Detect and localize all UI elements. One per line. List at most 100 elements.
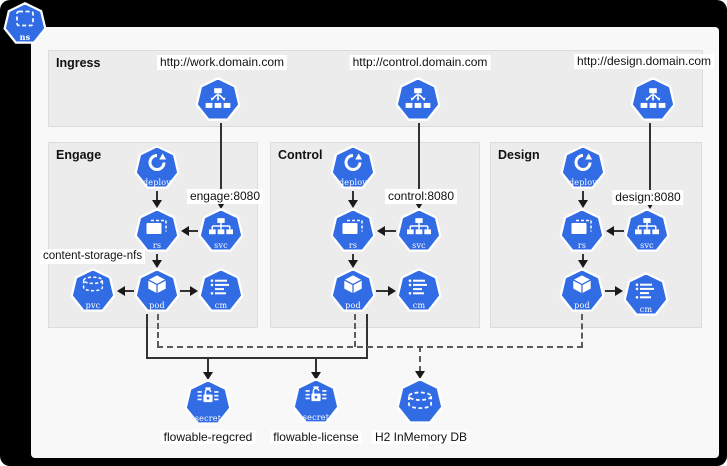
secret-glyph [197,387,219,403]
edge-ingress-design-svc [649,123,651,203]
edge-ingress-control-svc [418,123,420,203]
configmap-glyph [408,279,427,295]
pod-glyph [344,275,362,294]
icon-kind-label: rs [152,241,162,250]
icon-kind-label: secret [302,413,330,422]
icon-kind-label: rs [348,241,358,250]
icon-kind-label: deploy [568,178,598,187]
port-label-design: design:8080 [612,190,684,205]
edge-engage-pod-down [146,314,148,359]
external-label-regcred: flowable-regcred [160,430,256,444]
edge-engage-rs-pod [156,254,158,262]
ingress-section-title: Ingress [56,56,101,70]
pvc-glyph [82,276,104,292]
replicaset-glyph [571,219,592,234]
icon-kind-label: pvc [85,301,101,310]
service-glyph [635,218,659,235]
heptagon [330,145,376,189]
k8s-replicaset-icon-control: rs [330,208,376,254]
k8s-service-icon-control: svc [396,208,442,254]
k8s-namespace-icon: ns [3,2,47,46]
replicaset-glyph [146,219,167,234]
namespace-glyph [16,10,34,27]
edge-control-pod-cm [376,290,389,292]
k8s-configmap-icon-design: cm [623,272,669,318]
arrowhead [181,226,189,236]
k8s-secret-icon-regcred: secret [184,379,232,427]
k8s-ingress-icon-design [630,77,676,123]
arrowhead [414,201,424,209]
engage-section-title: Engage [56,148,102,162]
arrowhead [348,260,358,268]
icon-kind-label: ns [19,32,31,42]
arrowhead [578,260,588,268]
edge-design-deploy-rs [582,191,584,202]
arrowhead [311,372,321,380]
configmap-glyph [210,279,229,295]
edge-engage-pod-db [157,314,159,347]
edge-to-regcred [207,357,209,373]
edge-engage-svc-rs [188,230,198,232]
k8s-configmap-icon-control: cm [396,268,442,314]
arrowhead [117,286,125,296]
arrowhead [203,372,213,380]
control-section-title: Control [278,148,323,162]
pod-glyph [573,275,591,294]
k8s-ingress-icon-control [395,77,441,123]
arrowhead [377,226,385,236]
k8s-deployment-icon-design: deploy [560,145,606,191]
port-label-control: control:8080 [384,189,458,204]
icon-kind-label: pod [345,301,361,310]
external-label-license: flowable-license [270,430,362,444]
icon-kind-label: deploy [338,178,368,187]
arrowhead [615,286,623,296]
arrowhead [348,200,358,208]
edge-control-svc-rs [384,230,396,232]
url-label-design: http://design.domain.com [573,54,715,69]
edge-design-pod-cm [605,290,616,292]
url-label-work: http://work.domain.com [156,55,288,70]
icon-kind-label: secret [194,414,222,423]
k8s-secret-icon-license: secret [292,378,340,426]
deployment-glyph [148,153,167,171]
k8s-ingress-icon-work [195,77,241,123]
edge-to-h2db [419,346,421,372]
k8s-deployment-icon-engage: deploy [134,145,180,191]
edge-to-license [315,357,317,373]
icon-kind-label: deploy [142,178,172,187]
ingress-glyph [640,88,666,108]
k8s-configmap-icon-engage: cm [198,268,244,314]
arrowhead [578,200,588,208]
k8s-pvc-icon: pvc [70,268,116,314]
ingress-glyph [205,88,231,108]
icon-kind-label: cm [214,301,228,310]
secret-glyph [305,386,327,402]
edge-design-rs-pod [582,254,584,262]
arrowhead [645,201,655,209]
arrowhead [388,286,396,296]
port-label-engage: engage:8080 [186,189,264,204]
icon-kind-label: svc [214,241,228,250]
k8s-pod-icon-design: pod [559,268,605,314]
k8s-replicaset-icon-engage: rs [134,208,180,254]
k8s-pod-icon-control: pod [330,268,376,314]
edge-control-deploy-rs [352,191,354,202]
storage-label: content-storage-nfs [40,249,146,264]
edge-secrets-bus [146,357,368,359]
arrowhead [415,371,425,379]
edge-db-bus [157,346,583,348]
ingress-glyph [405,88,431,108]
k8s-replicaset-icon-design: rs [559,208,605,254]
edge-design-svc-rs [613,230,624,232]
k8s-service-icon-design: svc [624,208,670,254]
icon-kind-label: cm [639,305,653,314]
configmap-glyph [635,283,654,299]
design-section-title: Design [498,148,540,162]
pod-glyph [148,275,166,294]
edge-design-pod-db [581,314,583,348]
icon-kind-label: svc [412,241,426,250]
edge-engage-pod-pvc [125,290,134,292]
k8s-pod-icon-engage: pod [134,268,180,314]
edge-control-pod-db [354,314,356,347]
k8s-service-icon-engage: svc [198,208,244,254]
